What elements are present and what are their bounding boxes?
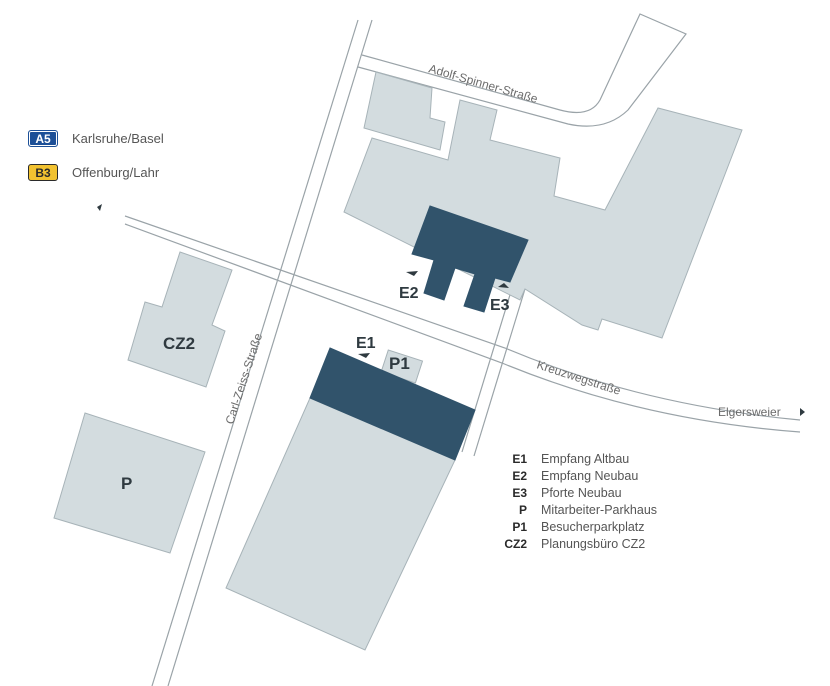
legend-code: E1 <box>512 451 527 466</box>
building-old-main <box>343 99 743 339</box>
elgersweier-arrow-icon <box>800 408 805 416</box>
building-north-annex <box>363 71 446 151</box>
map-legend: E1 Empfang Altbau E2 Empfang Neubau E3 P… <box>497 450 657 552</box>
label-e3: E3 <box>490 297 510 314</box>
building-south-hall-dark-band <box>309 347 476 461</box>
label-p1: P1 <box>389 354 410 373</box>
westbound-arrow-icon <box>97 204 102 211</box>
street-label-adolf-spinner: Adolf-Spinner-Straße <box>427 61 540 106</box>
legend-code: CZ2 <box>504 536 527 551</box>
legend-row: P Mitarbeiter-Parkhaus <box>497 501 657 518</box>
building-new-wing <box>411 205 529 313</box>
legend-text: Mitarbeiter-Parkhaus <box>541 502 658 517</box>
carl-zeiss-road-west-edge <box>151 19 359 686</box>
legend-row: E3 Pforte Neubau <box>497 484 657 501</box>
kreuzweg-road-north-edge <box>124 215 801 421</box>
label-cz2: CZ2 <box>163 334 195 353</box>
label-parking-garage: P <box>121 474 132 493</box>
route-badge-a5: A5 <box>28 129 58 147</box>
legend-code: P <box>518 502 527 517</box>
legend-row: E1 Empfang Altbau <box>497 450 657 467</box>
route-destination-a5: Karlsruhe/Basel <box>72 130 164 146</box>
e1-entrance-arrow-icon <box>358 353 370 358</box>
street-label-elgersweier: Elgersweier <box>718 405 781 419</box>
adolf-spinner-road-loop <box>357 13 687 127</box>
legend-text: Planungsbüro CZ2 <box>541 536 646 551</box>
legend-row: CZ2 Planungsbüro CZ2 <box>497 535 657 552</box>
e3-entrance-arrow-icon <box>498 283 509 288</box>
route-a5: A5 Karlsruhe/Basel <box>28 128 164 148</box>
label-e2: E2 <box>399 285 419 302</box>
legend-text: Empfang Altbau <box>541 451 630 466</box>
route-badge-b3: B3 <box>28 163 58 181</box>
legend-code: P1 <box>512 519 527 534</box>
street-label-kreuzweg: Kreuzwegstraße <box>535 358 623 398</box>
e2-entrance-arrow-icon <box>406 271 418 276</box>
access-road-east-edge <box>473 265 533 457</box>
street-label-carl-zeiss: Carl-Zeiss-Straße <box>223 331 266 426</box>
legend-row: P1 Besucherparkplatz <box>497 518 657 535</box>
route-b3: B3 Offenburg/Lahr <box>28 162 159 182</box>
legend-code: E3 <box>512 485 527 500</box>
building-parking-garage <box>53 412 206 554</box>
building-cz2 <box>127 251 233 388</box>
legend-code: E2 <box>512 468 527 483</box>
legend-text: Empfang Neubau <box>541 468 639 483</box>
legend-text: Pforte Neubau <box>541 485 622 500</box>
legend-row: E2 Empfang Neubau <box>497 467 657 484</box>
label-e1: E1 <box>356 335 376 352</box>
legend-text: Besucherparkplatz <box>541 519 645 534</box>
kreuzweg-road-south-edge <box>124 223 801 433</box>
route-destination-b3: Offenburg/Lahr <box>72 164 160 180</box>
carl-zeiss-road-east-edge <box>167 19 373 686</box>
